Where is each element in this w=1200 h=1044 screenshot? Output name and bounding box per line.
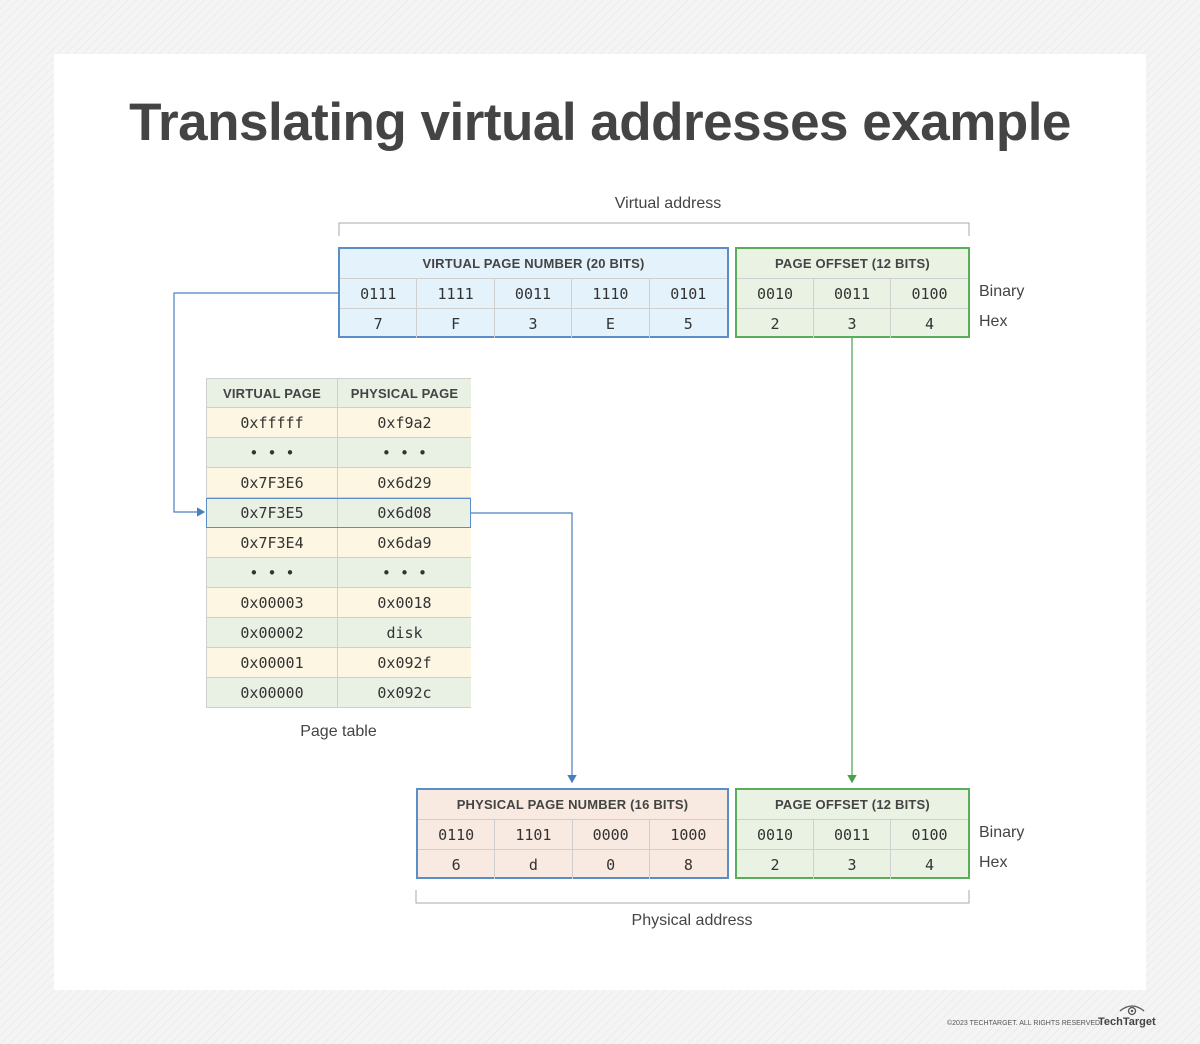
page-table-cell: 0x00000 <box>206 678 338 708</box>
pa-binary-label: Binary <box>979 824 1025 841</box>
page-table-header-cell: PHYSICAL PAGE <box>338 378 471 408</box>
page-table-cell: 0xf9a2 <box>338 408 471 438</box>
ppn-binary-cell: 1000 <box>649 820 727 850</box>
diagram-title: Translating virtual addresses example <box>129 93 1071 152</box>
page-table-cell: 0x00002 <box>206 618 338 648</box>
page-table-cell: 0x092c <box>338 678 471 708</box>
vpn-hex-cell: F <box>417 309 495 338</box>
ppn-hex-cell: 6 <box>418 850 496 879</box>
ppn-hex-cell: 0 <box>573 850 650 879</box>
ppn-hex-cell: d <box>495 850 573 879</box>
page-table-cell: disk <box>338 618 471 648</box>
vpn-binary-cell: 0101 <box>649 279 727 309</box>
techtarget-logo: TechTarget <box>1098 1016 1156 1028</box>
pa-offset-binary-cell: 0011 <box>814 820 891 850</box>
page-table-cell: 0x6d08 <box>338 498 471 528</box>
page-table-cell: • • • <box>338 438 471 468</box>
pa-offset-hex-cell: 3 <box>814 850 891 879</box>
vpn-hex-cell: 3 <box>495 309 573 338</box>
va-offset-binary-cell: 0010 <box>737 279 814 309</box>
page-table-cell: 0x7F3E5 <box>206 498 338 528</box>
page-table-cell: 0x00003 <box>206 588 338 618</box>
page-table-cell: 0x6d29 <box>338 468 471 498</box>
pa-hex-label: Hex <box>979 854 1008 871</box>
pa-offset-binary-cell: 0010 <box>737 820 814 850</box>
page-table-cell: • • • <box>338 558 471 588</box>
page-table-cell: 0x7F3E4 <box>206 528 338 558</box>
page-table-cell: • • • <box>206 438 338 468</box>
virtual-address-caption: Virtual address <box>614 195 722 212</box>
pa-offset-binary-cell: 0100 <box>891 820 968 850</box>
va-offset-hex-cell: 4 <box>924 314 935 333</box>
pa-offset-hex-cell: 2 <box>737 850 814 879</box>
va-binary-label: Binary <box>979 283 1025 300</box>
ppn-binary-cell: 0000 <box>572 820 650 850</box>
page-table-caption: Page table <box>300 723 377 740</box>
vpn-binary-cell: 0011 <box>494 279 573 309</box>
va-offset-header: PAGE OFFSET (12 BITS) <box>737 249 968 279</box>
vpn-hex-cell: 7 <box>340 309 418 338</box>
pa-offset-header: PAGE OFFSET (12 BITS) <box>737 790 968 820</box>
vpn-header: VIRTUAL PAGE NUMBER (20 BITS) <box>340 249 727 279</box>
page-table-cell: • • • <box>206 558 338 588</box>
va-offset-binary-cell: 0011 <box>814 279 891 309</box>
vpn-binary-cell: 0111 <box>340 279 418 309</box>
page-table-cell: 0xfffff <box>206 408 338 438</box>
pa-offset-hex-cell: 4 <box>924 855 935 874</box>
ppn-binary-cell: 0110 <box>418 820 496 850</box>
page-table-header-cell: VIRTUAL PAGE <box>206 378 338 408</box>
page-table-cell: 0x092f <box>338 648 471 678</box>
page-table-cell: 0x6da9 <box>338 528 471 558</box>
vpn-hex-cell: E <box>572 309 650 338</box>
copyright-text: ©2023 TECHTARGET. ALL RIGHTS RESERVED <box>947 1020 1101 1027</box>
physical-address-caption: Physical address <box>631 912 753 929</box>
page-table-cell: 0x7F3E6 <box>206 468 338 498</box>
va-offset-binary-cell: 0100 <box>891 279 968 309</box>
ppn-binary-cell: 1101 <box>495 820 573 850</box>
va-hex-label: Hex <box>979 313 1008 330</box>
page-table-cell: 0x0018 <box>338 588 471 618</box>
eye-icon <box>1119 1005 1145 1016</box>
vpn-binary-cell: 1110 <box>572 279 650 309</box>
vpn-hex-cell: 5 <box>683 314 693 333</box>
va-offset-hex-cell: 2 <box>737 309 814 338</box>
page-table-cell: 0x00001 <box>206 648 338 678</box>
ppn-hex-cell: 8 <box>683 855 693 874</box>
vpn-binary-cell: 1111 <box>417 279 495 309</box>
ppn-header: PHYSICAL PAGE NUMBER (16 BITS) <box>418 790 727 820</box>
va-offset-hex-cell: 3 <box>814 309 891 338</box>
